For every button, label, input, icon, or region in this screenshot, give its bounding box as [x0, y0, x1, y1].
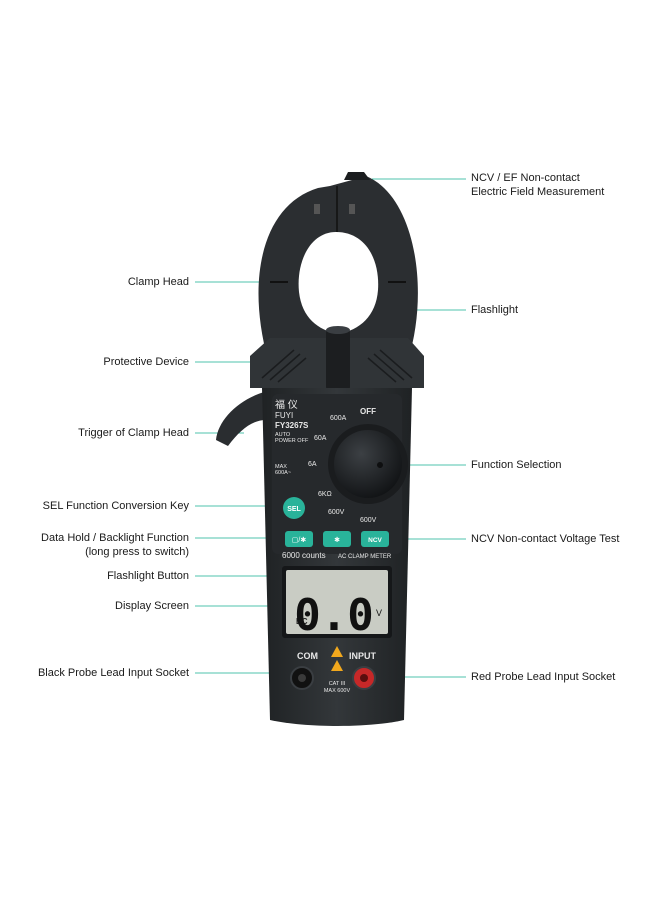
callout-clamp-head: Clamp Head [127, 276, 189, 288]
callout-red-probe: Red Probe Lead Input Socket [471, 671, 616, 683]
lcd-unit: V [376, 608, 382, 618]
flashlight-button-icon: ✱ [334, 536, 340, 544]
hold-backlight-icon: ▢/✱ [292, 536, 307, 544]
lcd-mode: DC [296, 617, 308, 626]
callout-ncv-ef: NCV / EF Non-contact Electric Field Meas… [471, 171, 604, 199]
brand-name: FUYI [275, 411, 293, 420]
counts-label: 6000 counts [282, 551, 326, 560]
ncv-button-label: NCV [368, 537, 382, 544]
dial-6k: 6KΩ [318, 491, 332, 498]
lcd-reading: 0.0 [294, 590, 373, 641]
dial-600v-dc: 600V [328, 509, 345, 516]
callout-function-selection: Function Selection [471, 459, 562, 471]
warning-icon-bottom [331, 660, 343, 671]
callout-trigger: Trigger of Clamp Head [78, 427, 189, 439]
flashlight-button[interactable] [323, 531, 351, 547]
callout-ncv-ef-line2: Electric Field Measurement [471, 186, 605, 198]
brand-cn: 福 仪 [275, 398, 298, 411]
model-number: FY3267S [275, 421, 309, 430]
callout-sel-key: SEL Function Conversion Key [42, 500, 189, 512]
trigger [216, 392, 266, 446]
dial-600v-ac: 600V [360, 517, 377, 524]
callout-flashlight: Flashlight [471, 304, 519, 316]
callout-data-hold-line1: Data Hold / Backlight Function [41, 532, 189, 544]
max-line2: 600A~ [275, 470, 291, 476]
sel-button[interactable] [283, 497, 305, 519]
clamp-meter-body: 福 仪 FUYI FY3267S AUTO POWER OFF MAX 600A… [216, 172, 424, 726]
callout-ncv-test: NCV Non-contact Voltage Test [471, 533, 620, 545]
display-screen [286, 570, 388, 634]
callout-data-hold: Data Hold / Backlight Function (long pre… [41, 531, 189, 559]
callout-data-hold-line2: (long press to switch) [85, 546, 189, 558]
warning-icon-top [331, 646, 343, 657]
com-label: COM [297, 651, 318, 661]
auto-line1: AUTO [275, 432, 291, 438]
sel-button-label: SEL [287, 506, 301, 513]
callout-display-screen: Display Screen [115, 600, 189, 612]
callout-flashlight-button: Flashlight Button [107, 570, 189, 582]
auto-line2: POWER OFF [275, 438, 309, 444]
callout-protective-device: Protective Device [103, 356, 189, 368]
max-line1: MAX [275, 464, 287, 470]
dial-6a: 6A [308, 461, 317, 468]
hold-backlight-button[interactable] [285, 531, 313, 547]
ncv-button[interactable] [361, 531, 389, 547]
dial-60a: 60A [314, 435, 327, 442]
meter-name: AC CLAMP METER [338, 554, 392, 560]
cat-label: CAT III [329, 681, 346, 687]
dial-knob [334, 430, 402, 498]
clamp-opening [298, 232, 379, 334]
max-volt-label: MAX 600V [324, 688, 351, 694]
dial-600a: 600A [330, 415, 347, 422]
callout-ncv-ef-line1: NCV / EF Non-contact [471, 172, 580, 184]
flashlight [326, 330, 350, 390]
callout-black-probe: Black Probe Lead Input Socket [37, 667, 189, 679]
dial-off: OFF [360, 407, 376, 416]
ncv-sensor-tip [344, 172, 370, 180]
input-label: INPUT [349, 651, 377, 661]
